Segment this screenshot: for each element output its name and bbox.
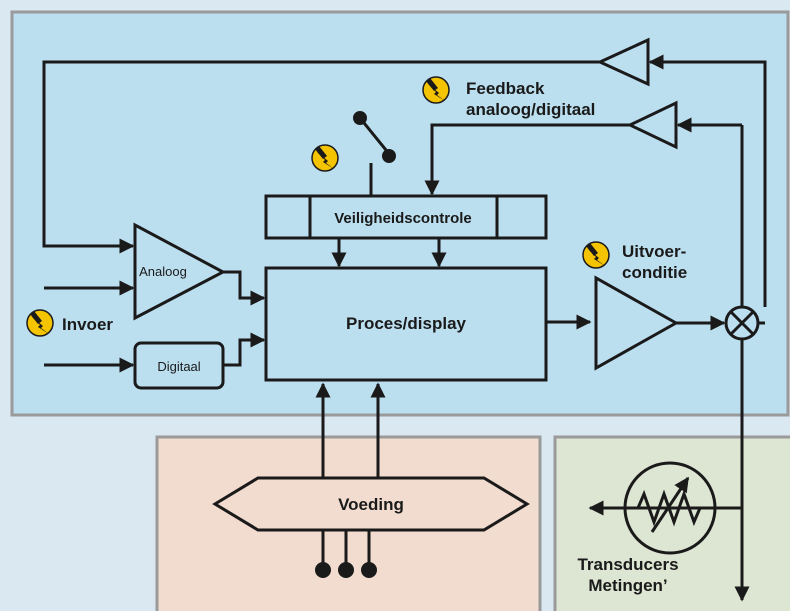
feedback-amplifier-bottom — [626, 100, 678, 150]
lightning-bolt-icon — [422, 76, 450, 104]
process-display-label: Proces/display — [346, 314, 467, 333]
lightning-bolt-icon — [311, 144, 339, 172]
power-pin-2 — [338, 562, 354, 578]
feedback-sub-label: analoog/digitaal — [466, 100, 595, 119]
power-label: Voeding — [338, 495, 404, 514]
main-panel — [10, 10, 790, 417]
digital-label: Digitaal — [157, 359, 200, 374]
feedback-line-right-top — [648, 54, 767, 307]
output-condition-amplifier — [594, 275, 680, 371]
switch-lever — [358, 117, 392, 156]
feedback-label: Feedback — [466, 79, 545, 98]
lightning-bolt-icon — [26, 309, 54, 337]
output-condition-sub-label: conditie — [622, 263, 687, 282]
switch-dot-top — [353, 111, 367, 125]
power-panel — [155, 435, 542, 611]
safety-control-box — [264, 194, 548, 240]
analog-label: Analoog — [139, 264, 187, 279]
feedback-line-top — [42, 60, 600, 254]
measurements-label: Metingen’ — [588, 576, 667, 595]
power-pin-1 — [315, 562, 331, 578]
input-label: Invoer — [62, 315, 113, 334]
power-supply-block — [212, 476, 530, 532]
analog-amplifier — [133, 222, 227, 321]
lightning-bolt-icon — [582, 241, 610, 269]
output-condition-label: Uitvoer- — [622, 242, 686, 261]
process-display-box — [264, 266, 548, 382]
feedback-amplifier-top — [596, 37, 650, 87]
safety-control-label: Veiligheidscontrole — [334, 210, 472, 227]
switch-dot-bottom — [382, 149, 396, 163]
transducer-panel — [553, 435, 790, 611]
power-pin-3 — [361, 562, 377, 578]
feedback-line-to-safety — [424, 123, 630, 196]
transducers-label: Transducers — [577, 555, 678, 574]
